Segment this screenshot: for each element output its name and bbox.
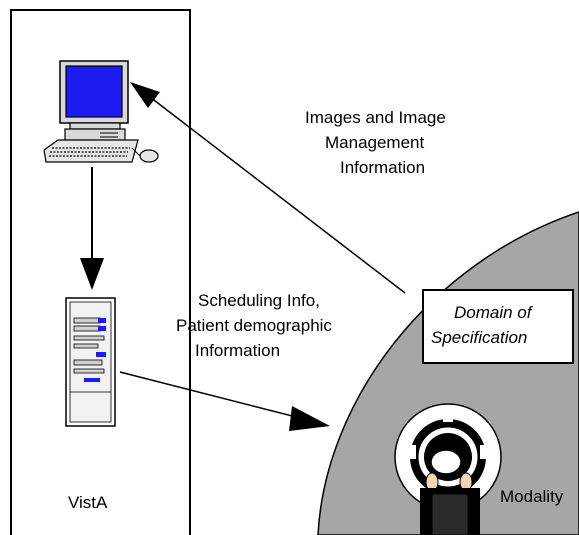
- scheduling-label-line3: Information: [195, 341, 280, 360]
- arrow-modality-to-workstation: [130, 82, 406, 294]
- modality-label: Modality: [500, 487, 564, 506]
- images-label-line1: Images and Image: [305, 108, 446, 127]
- images-label-line2: Management: [325, 133, 425, 152]
- vista-label: VistA: [68, 493, 108, 512]
- tower-server-icon: [65, 297, 116, 427]
- vista-boundary: [10, 9, 191, 535]
- scheduling-label-line1: Scheduling Info,: [198, 291, 320, 310]
- images-label-line3: Information: [340, 158, 425, 177]
- ct-scanner-icon: [394, 403, 502, 535]
- domain-label-line1: Domain of: [454, 303, 534, 322]
- arrow-server-to-modality: [119, 371, 330, 431]
- desktop-computer-icon: [43, 60, 159, 163]
- arrow-workstation-to-server: [80, 167, 104, 290]
- scheduling-label-line2: Patient demographic: [176, 316, 332, 335]
- domain-of-specification-box: [422, 289, 574, 364]
- domain-label-line2: Specification: [431, 328, 527, 347]
